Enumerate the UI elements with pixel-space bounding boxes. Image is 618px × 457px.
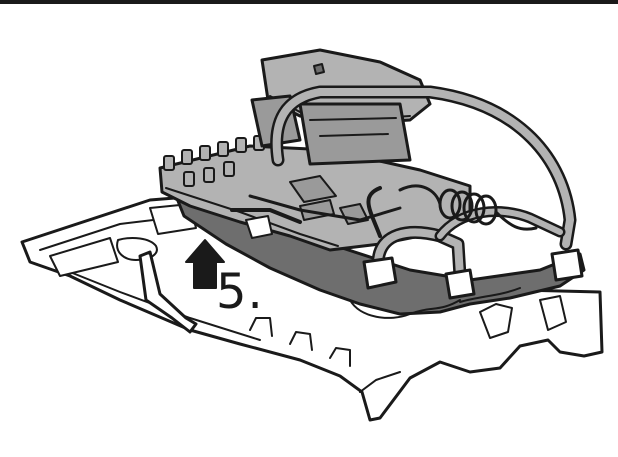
circuit-board [158,144,472,252]
pipe-loop [270,85,577,251]
terminal-posts [163,135,265,187]
pipe-fittings [362,248,584,300]
lower-tubes [366,186,566,283]
arrow-up-icon [185,239,225,289]
latch-hook [138,250,198,334]
step-number: 5. [216,264,264,320]
coiled-wires [398,184,538,231]
top-rule [0,0,618,4]
base-tray [20,194,604,422]
